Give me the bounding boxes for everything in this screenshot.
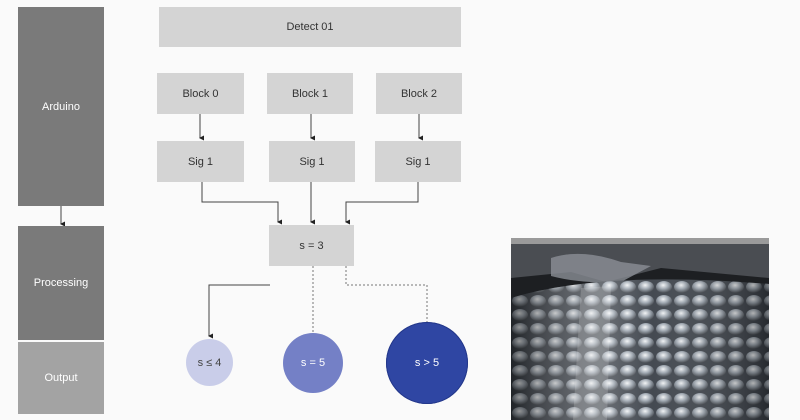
outcome-mid-circle: s = 5 bbox=[283, 333, 343, 393]
sum-label: s = 3 bbox=[299, 239, 324, 252]
knurled-metal-photo bbox=[511, 238, 769, 420]
outcome-low-label: s ≤ 4 bbox=[197, 356, 222, 369]
outcome-mid-label: s = 5 bbox=[300, 357, 326, 369]
processing-stage: Processing bbox=[18, 226, 104, 340]
block-2-box: Block 2 bbox=[376, 73, 462, 114]
block-0-box: Block 0 bbox=[157, 73, 244, 114]
sig-0-label: Sig 1 bbox=[187, 155, 214, 168]
sum-to-low-line bbox=[208, 284, 270, 339]
sum-to-high-line bbox=[345, 266, 428, 322]
sig0-to-sum-line bbox=[201, 182, 282, 225]
block-1-box: Block 1 bbox=[267, 73, 353, 114]
arduino-stage: Arduino bbox=[18, 7, 104, 206]
outcome-low-circle: s ≤ 4 bbox=[186, 339, 233, 386]
block-2-label: Block 2 bbox=[400, 87, 438, 100]
outcome-high-circle: s > 5 bbox=[386, 322, 468, 404]
detect-box: Detect 01 bbox=[159, 7, 461, 47]
block-1-label: Block 1 bbox=[291, 87, 329, 100]
detect-label: Detect 01 bbox=[286, 21, 334, 33]
sig-2-label: Sig 1 bbox=[405, 155, 431, 168]
output-stage: Output bbox=[18, 342, 104, 414]
knurled-metal-image bbox=[511, 238, 769, 420]
processing-label: Processing bbox=[33, 277, 89, 289]
block-0-label: Block 0 bbox=[182, 87, 219, 100]
sig-0-box: Sig 1 bbox=[157, 141, 244, 182]
sig-2-box: Sig 1 bbox=[375, 141, 461, 182]
output-label: Output bbox=[44, 372, 78, 384]
sig-1-label: Sig 1 bbox=[299, 155, 325, 168]
sig2-to-sum-line bbox=[345, 182, 419, 225]
outcome-high-label: s > 5 bbox=[414, 357, 440, 369]
sig-1-box: Sig 1 bbox=[269, 141, 355, 182]
sum-box: s = 3 bbox=[269, 225, 354, 266]
arduino-label: Arduino bbox=[42, 100, 80, 113]
